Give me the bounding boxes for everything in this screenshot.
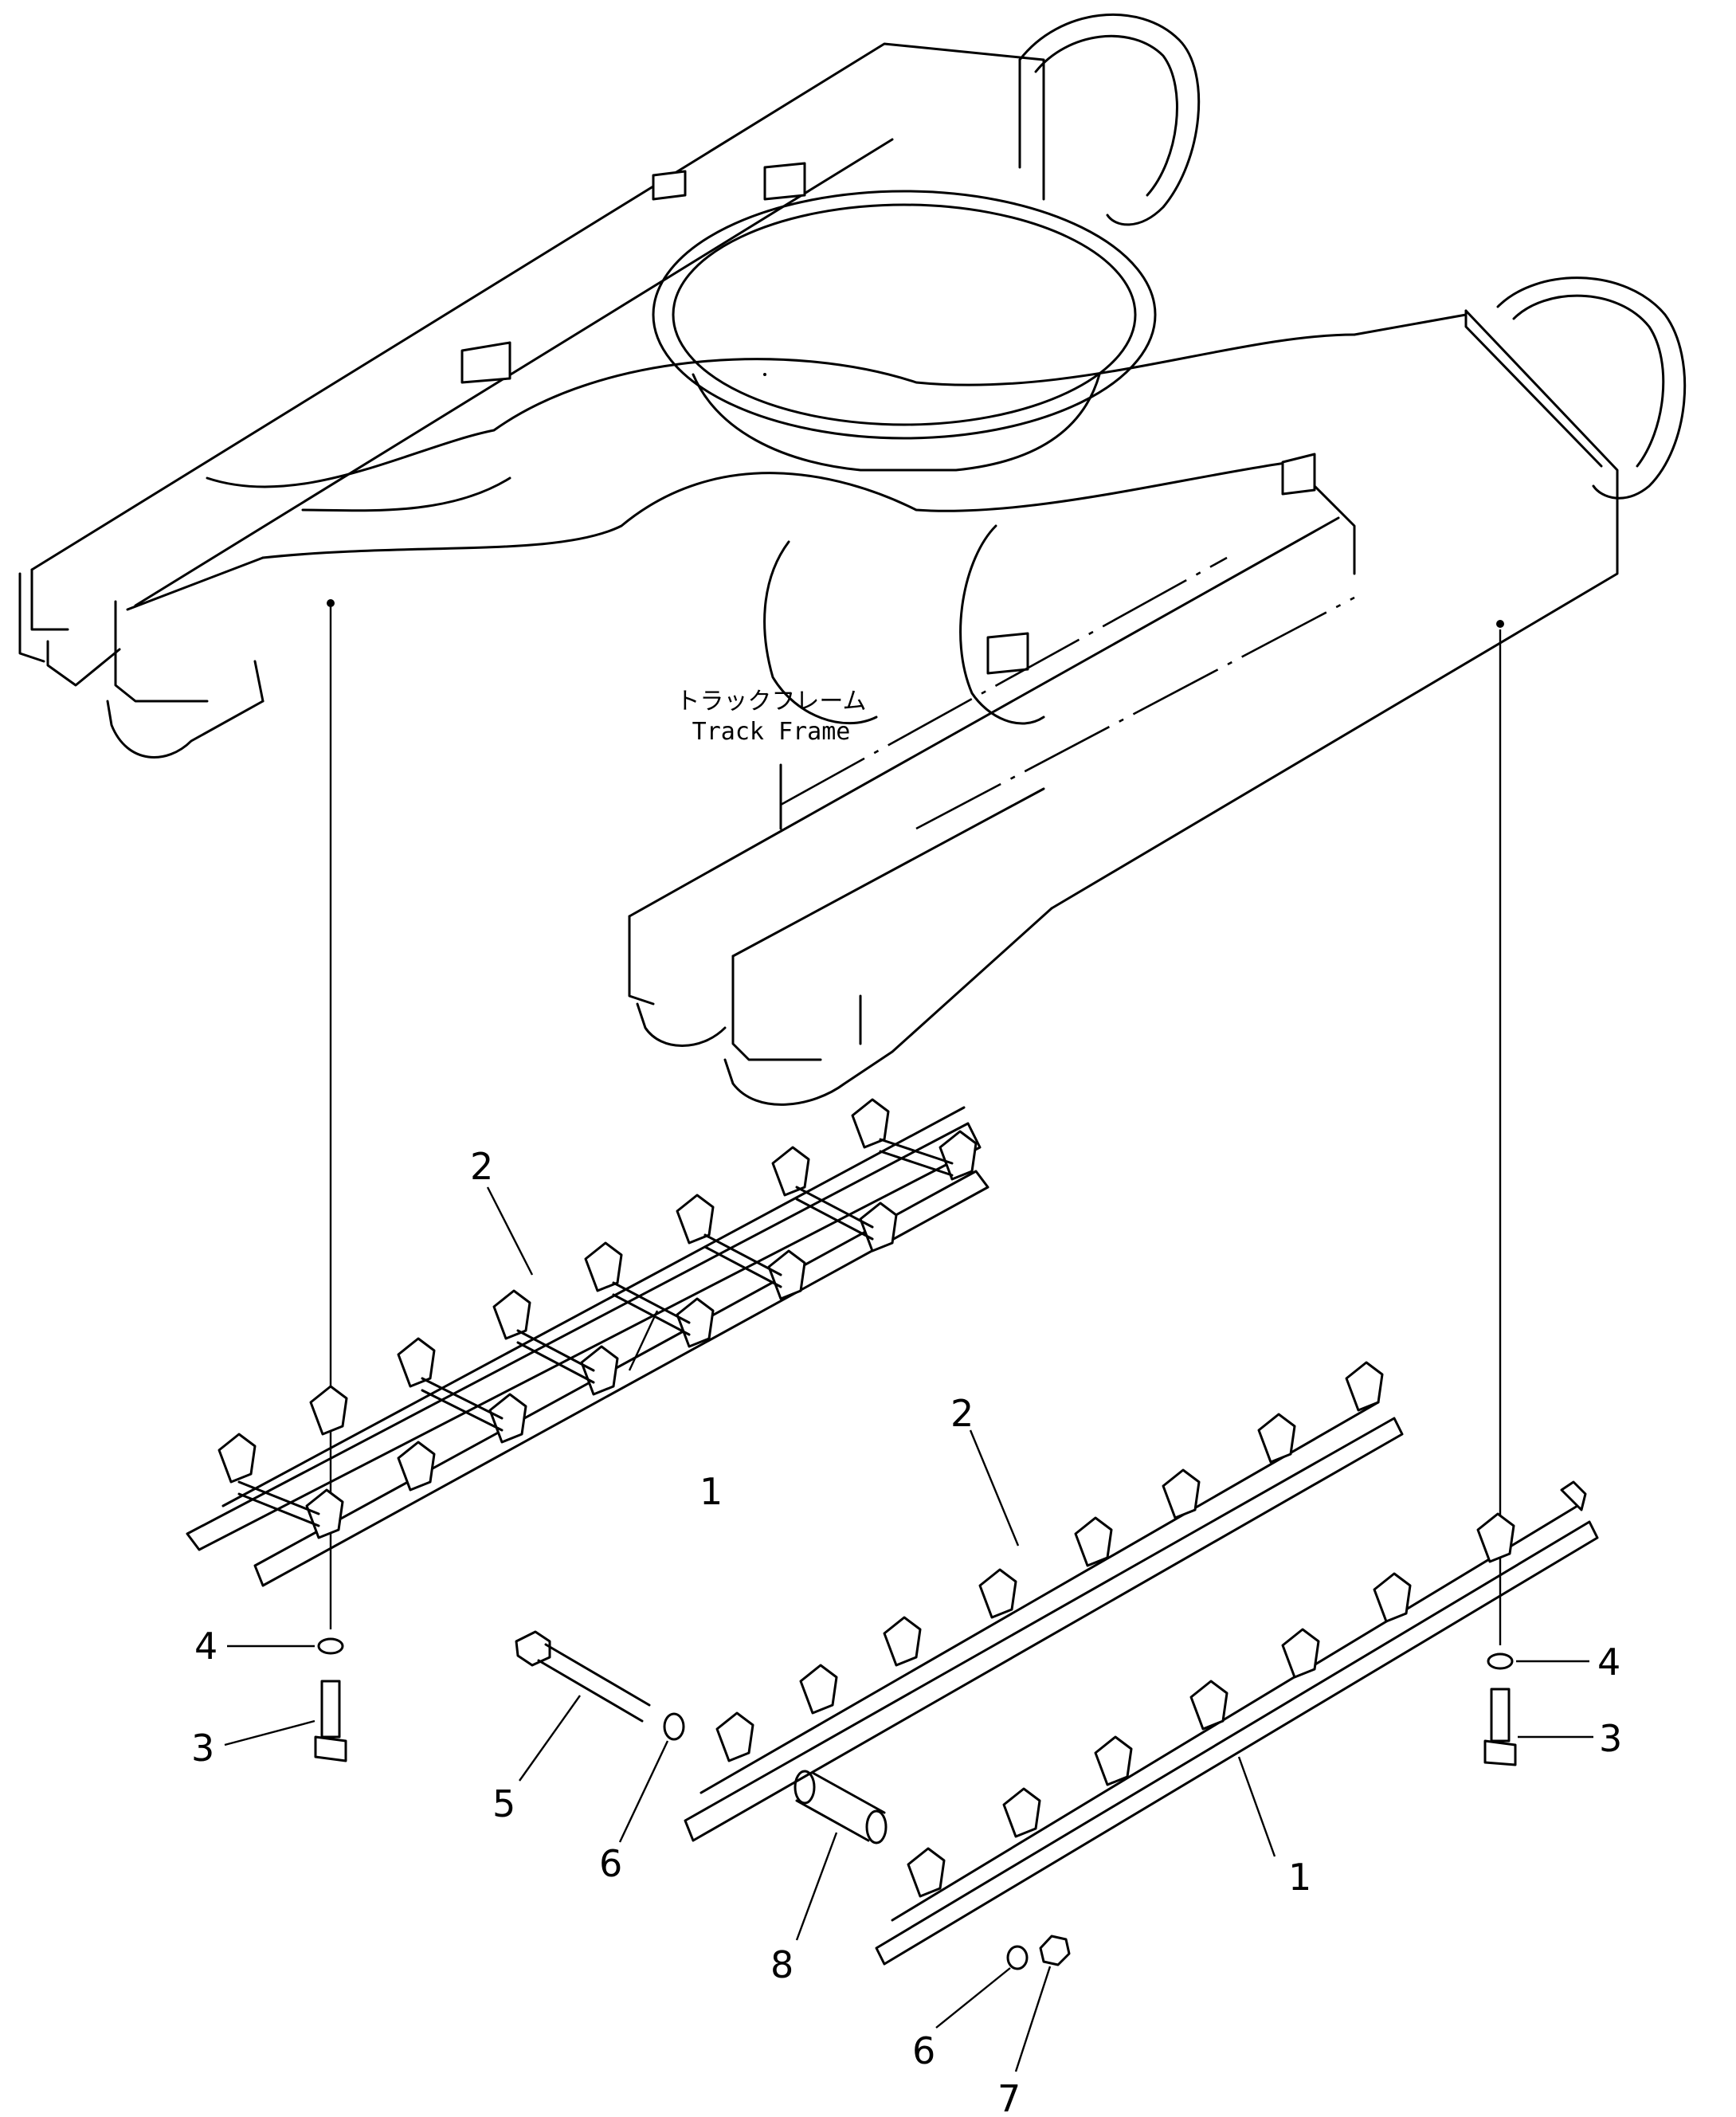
callout-rail-left: 1: [699, 1470, 723, 1513]
callout-guard-right: 2: [950, 1392, 974, 1435]
washer-part-b: [1006, 1945, 1029, 1970]
right-guard-assembly: [684, 1361, 1404, 1842]
left-rail-guard-assembly: [186, 1098, 989, 1587]
track-frame-label-en: Track Frame: [692, 718, 851, 746]
callout-washer-a: 6: [599, 1842, 622, 1885]
long-bolt-part: [515, 1630, 651, 1723]
track-frame: [18, 13, 1687, 1106]
callout-long-bolt: 5: [492, 1782, 515, 1825]
callout-guard-left: 2: [470, 1145, 493, 1188]
callout-washer-right: 4: [1597, 1641, 1620, 1684]
callout-bolt-left: 3: [191, 1727, 214, 1770]
right-washer-part: [1487, 1652, 1514, 1670]
nut-part: [1039, 1935, 1071, 1966]
callout-bolt-right: 3: [1599, 1717, 1622, 1760]
leader-lines: [224, 1186, 1593, 2072]
callout-nut: 7: [997, 2077, 1021, 2117]
callout-spacer: 8: [770, 1943, 794, 1986]
washer-part-a: [663, 1712, 685, 1741]
right-rail-assembly: [875, 1480, 1599, 1966]
left-washer-part: [317, 1637, 344, 1655]
callout-rail-right: 1: [1288, 1856, 1311, 1899]
spacer-part: [794, 1770, 888, 1845]
callout-washer-left: 4: [194, 1625, 217, 1668]
track-frame-label-jp: トラックフレーム: [676, 688, 866, 715]
left-bolt-part: [314, 1680, 347, 1762]
right-bolt-part: [1483, 1688, 1517, 1766]
callout-washer-b: 6: [912, 2029, 935, 2072]
